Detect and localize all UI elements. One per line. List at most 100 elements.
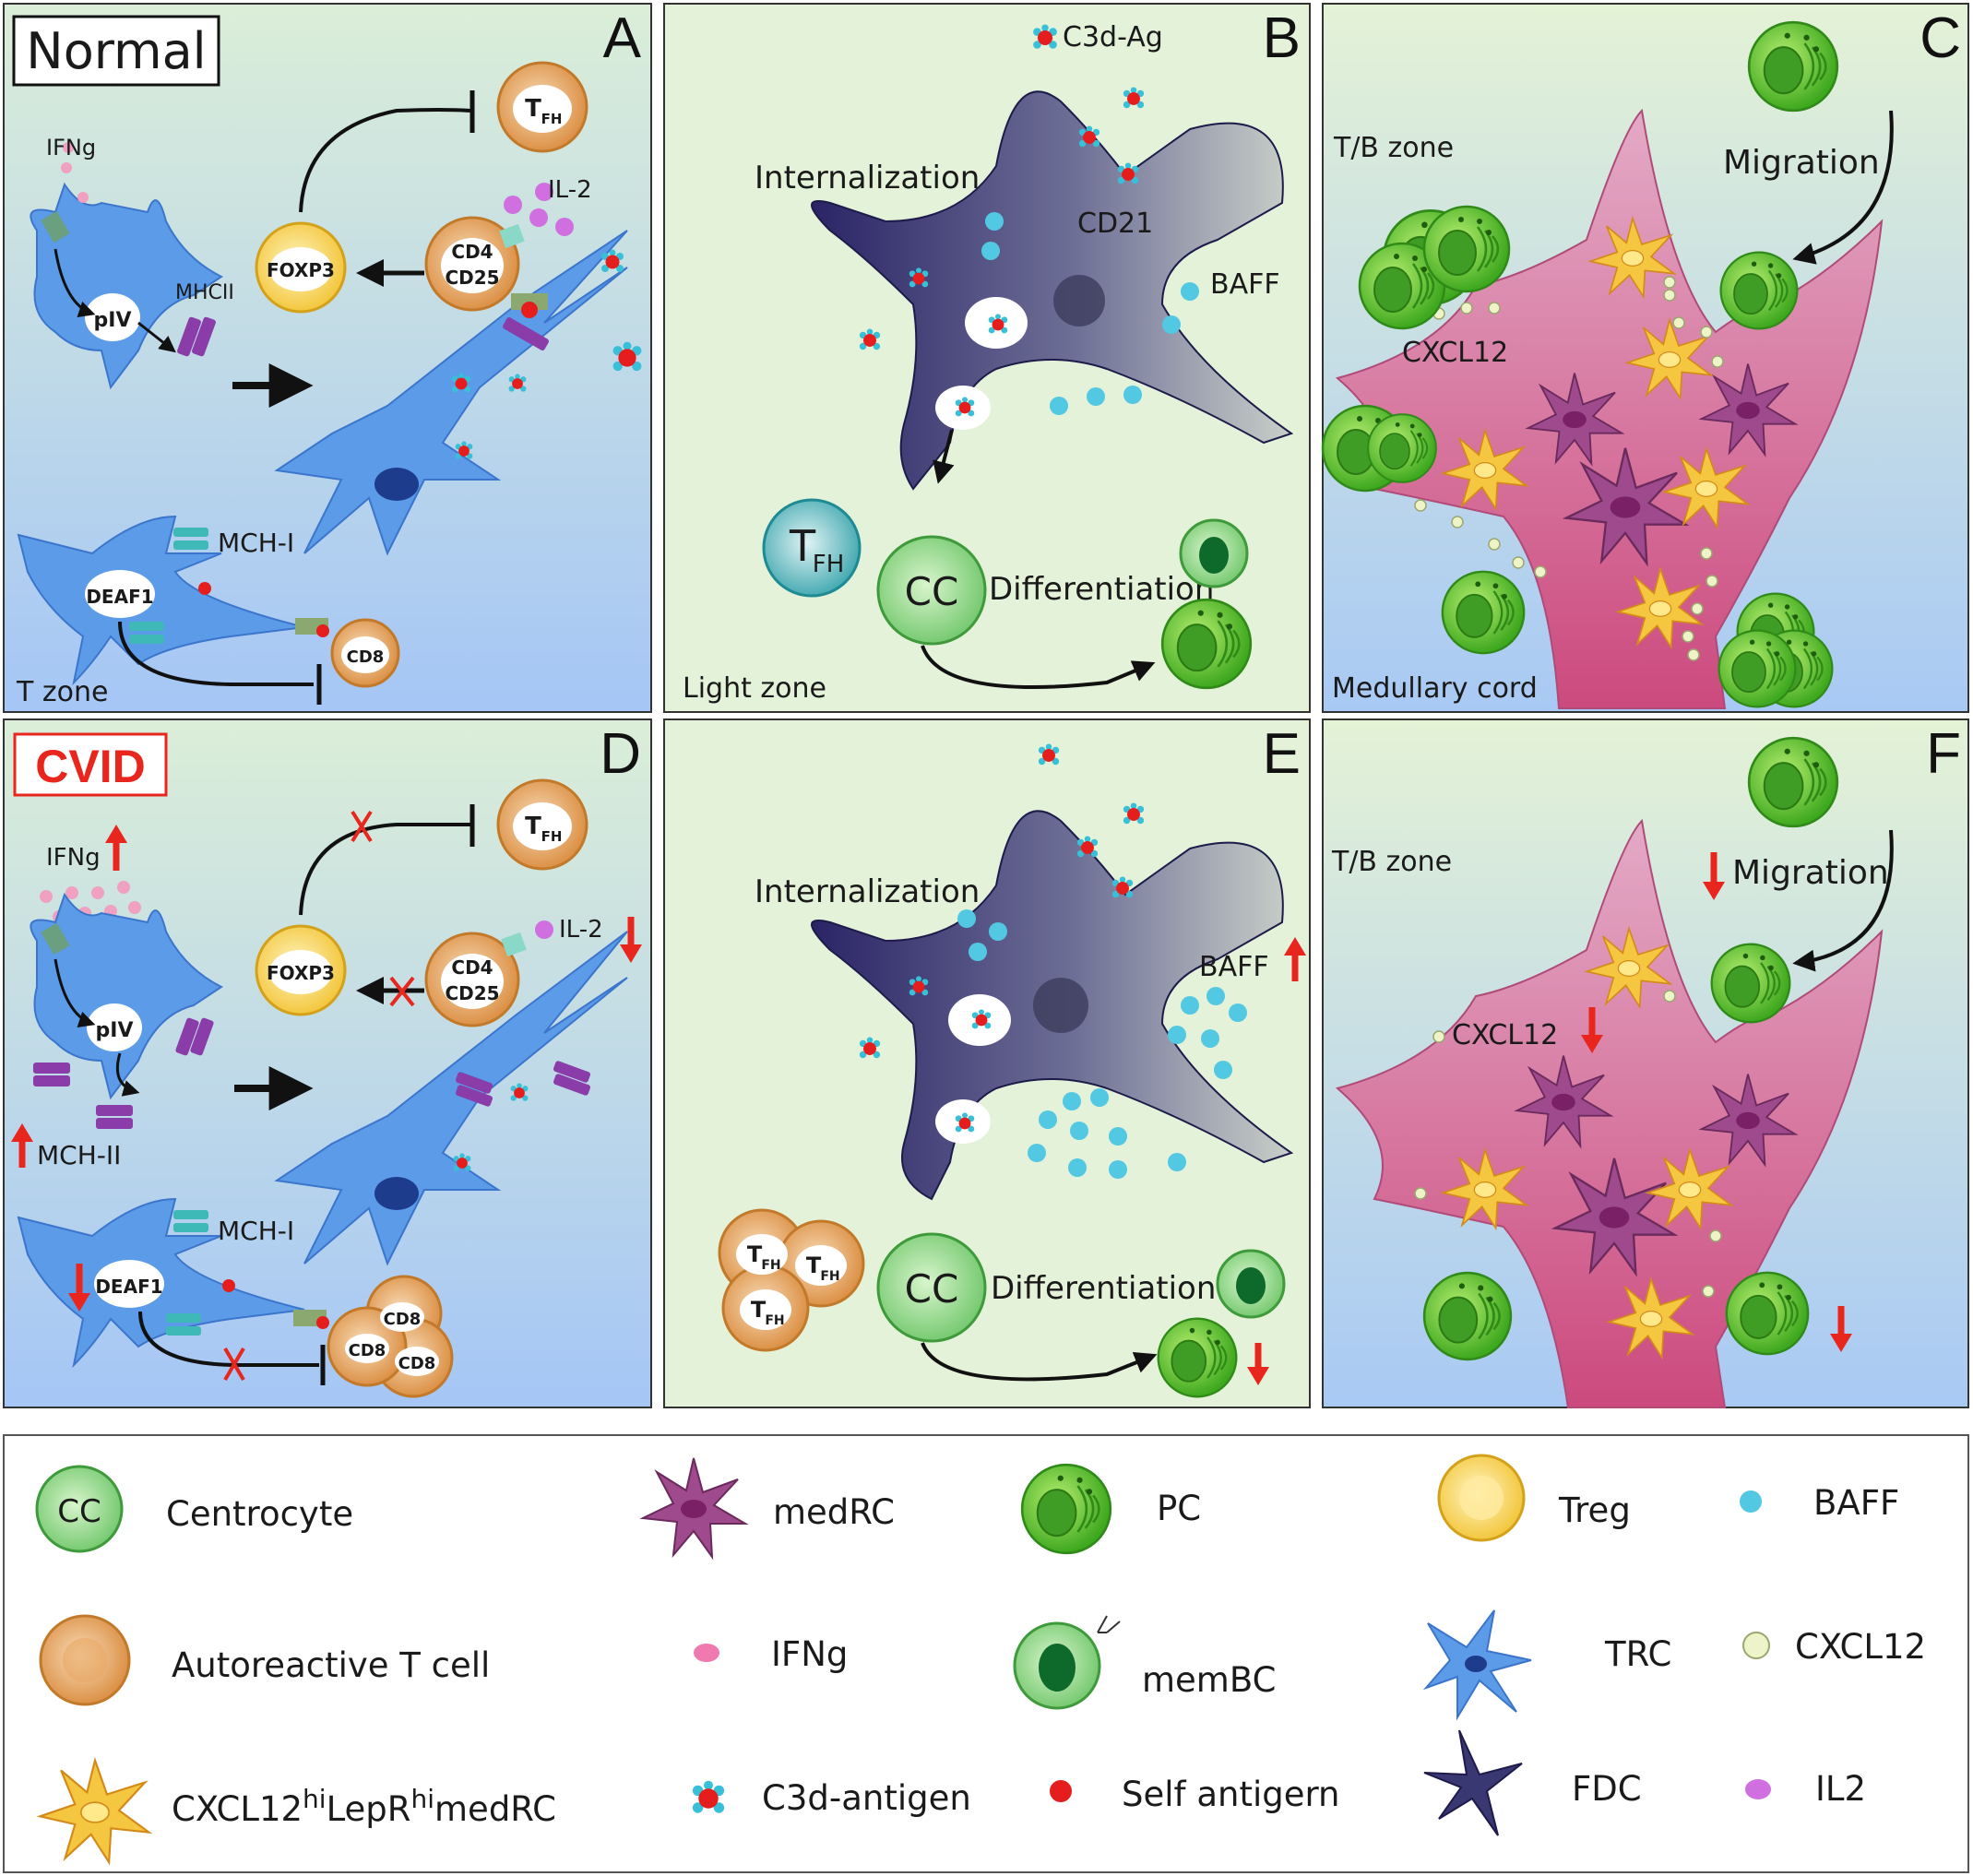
mhcii-label-a: MHCII — [175, 281, 234, 304]
deaf1-promoter-a — [85, 570, 155, 618]
trc-cell-d — [274, 931, 628, 1266]
svg-text:FH: FH — [541, 828, 563, 845]
pc-icon — [1020, 1463, 1112, 1555]
migration-label-f: Migration — [1732, 854, 1889, 892]
cd21-label-b: CD21 — [1077, 208, 1153, 240]
baff-dots-e — [957, 909, 1247, 1179]
cd25-label-a: CD25 — [445, 267, 499, 289]
tfh-label-e-3: T — [751, 1297, 767, 1323]
cxcl12-dots-f — [1414, 990, 1722, 1298]
tfh-cell-b — [762, 498, 862, 598]
dendritic-cell-top — [30, 182, 223, 390]
tfh-label-e-2: T — [806, 1253, 822, 1278]
mhcii-molecules-d — [33, 1017, 214, 1129]
piv-label-d: pIV — [96, 1019, 134, 1042]
panel-d: CVID D IFNg pIV MCH-II — [3, 718, 652, 1408]
cd8-label-d-1: CD8 — [384, 1310, 422, 1329]
svg-text:FH: FH — [541, 111, 563, 127]
c3d-ag-label-b: C3d-Ag — [1063, 21, 1163, 53]
legend-item-il2: IL2 — [1745, 1769, 1866, 1809]
legend-label-treg: Treg — [1558, 1490, 1631, 1530]
centrocyte-icon — [35, 1465, 124, 1553]
cc-label-e: CC — [905, 1266, 959, 1312]
foxp3-label-a: FOXP3 — [267, 259, 335, 281]
svg-text:CC: CC — [57, 1493, 101, 1530]
legend-item-cxcl12: CXCL12 — [1742, 1627, 1926, 1667]
ifng-icon — [694, 1644, 719, 1662]
piv-label-a: pIV — [94, 309, 132, 332]
differentiation-label-e: Differentiation — [991, 1270, 1216, 1307]
ifng-label-a: IFNg — [46, 135, 96, 160]
legend-item-medrc: medRC — [642, 1457, 895, 1558]
svg-text:FH: FH — [813, 551, 845, 578]
dendritic-cell-d — [30, 892, 223, 1100]
legend-label-centrocyte: Centrocyte — [166, 1494, 353, 1534]
svg-text:FH: FH — [761, 1258, 780, 1273]
legend-label-c3d-antigen: C3d-antigen — [762, 1778, 971, 1818]
cd8-label-d-3: CD8 — [349, 1341, 386, 1360]
legend-label-membc: memBC — [1142, 1660, 1276, 1700]
legend-item-ifng: IFNg — [694, 1634, 848, 1674]
cd8-label-d-2: CD8 — [398, 1354, 436, 1373]
centrocyte-cell-b — [876, 535, 987, 646]
panel-letter-e: E — [1263, 722, 1301, 786]
mhci-molecule-a — [129, 528, 208, 644]
mhcii-molecule-a — [177, 316, 216, 357]
baff-icon — [1740, 1490, 1762, 1513]
internalization-label-e: Internalization — [755, 873, 980, 910]
legend-label-cxcl12: CXCL12 — [1795, 1627, 1926, 1667]
condition-label-normal: Normal — [26, 22, 206, 80]
svg-text:FH: FH — [765, 1313, 784, 1328]
piv-promoter-a — [85, 293, 140, 341]
medullary-stroma-c — [1335, 108, 1884, 709]
legend-item-c3d-antigen: C3d-antigen — [692, 1778, 971, 1818]
mchi-label-d: MCH-I — [218, 1216, 294, 1246]
panel-letter-c: C — [1920, 6, 1961, 70]
cd8-label-a: CD8 — [347, 647, 385, 667]
legend-label-pc: PC — [1157, 1489, 1201, 1528]
condition-label-cvid: CVID — [35, 741, 145, 792]
migration-label-c: Migration — [1723, 144, 1880, 182]
condition-label-normal-box — [12, 15, 220, 87]
cxcl12-label-c: CXCL12 — [1402, 337, 1508, 369]
legend-label-autoreactive-t-cell: Autoreactive T cell — [172, 1645, 490, 1685]
mchi-label-a: MCH-I — [218, 528, 294, 558]
legend-label-medrc: medRC — [773, 1492, 895, 1532]
panel-letter-b: B — [1263, 6, 1301, 70]
tfh-label-a: T — [525, 95, 541, 123]
legend-label-cxcl12-medrc: CXCL12hiLepRhimedRC — [172, 1784, 556, 1829]
tb-zone-label-f: T/B zone — [1331, 846, 1452, 878]
il2-icon — [1745, 1779, 1771, 1799]
svg-text:FH: FH — [820, 1269, 839, 1284]
legend-item-autoreactive-t-cell: Autoreactive T cell — [39, 1614, 490, 1706]
centrocyte-cell-e — [876, 1232, 987, 1343]
legend: CC Centrocyte medRC PC Treg BAFF Autorea… — [3, 1434, 1969, 1873]
legend-item-self-antigen: Self antigern — [1050, 1775, 1340, 1814]
baff-label-b: BAFF — [1210, 268, 1280, 301]
panel-b: B Light zone C3d-Ag Internalization CD21… — [663, 3, 1311, 713]
deaf1-cell-a — [17, 515, 305, 686]
cxcl12-icon — [1742, 1632, 1770, 1659]
legend-item-treg: Treg — [1437, 1454, 1631, 1542]
panel-letter-d: D — [600, 722, 641, 786]
medullary-cord-label: Medullary cord — [1332, 672, 1538, 705]
ifng-label-d: IFNg — [46, 844, 101, 872]
cd25-label-d: CD25 — [445, 982, 499, 1004]
il2-label-a: IL-2 — [548, 176, 592, 204]
legend-item-trc: TRC — [1422, 1609, 1671, 1721]
panel-e: E Internalization BAFF T FH T — [663, 718, 1311, 1408]
legend-item-pc: PC — [1020, 1463, 1201, 1555]
plasma-cell-b — [1160, 598, 1253, 690]
t-zone-label: T zone — [16, 676, 108, 708]
baff-label-e: BAFF — [1199, 951, 1269, 983]
legend-item-baff: BAFF — [1740, 1483, 1899, 1523]
tfh-label-e-1: T — [747, 1241, 763, 1267]
legend-label-baff: BAFF — [1813, 1483, 1899, 1523]
tfh-label-b: T — [789, 521, 816, 571]
block-x-3-d — [223, 1347, 245, 1382]
differentiation-label-b: Differentiation — [989, 571, 1214, 608]
cxcl12-label-f: CXCL12 — [1452, 1019, 1558, 1051]
legend-label-trc: TRC — [1604, 1634, 1671, 1674]
panel-a: Normal A T zone IFNg pIV MHCII FOXP3 — [3, 3, 652, 713]
